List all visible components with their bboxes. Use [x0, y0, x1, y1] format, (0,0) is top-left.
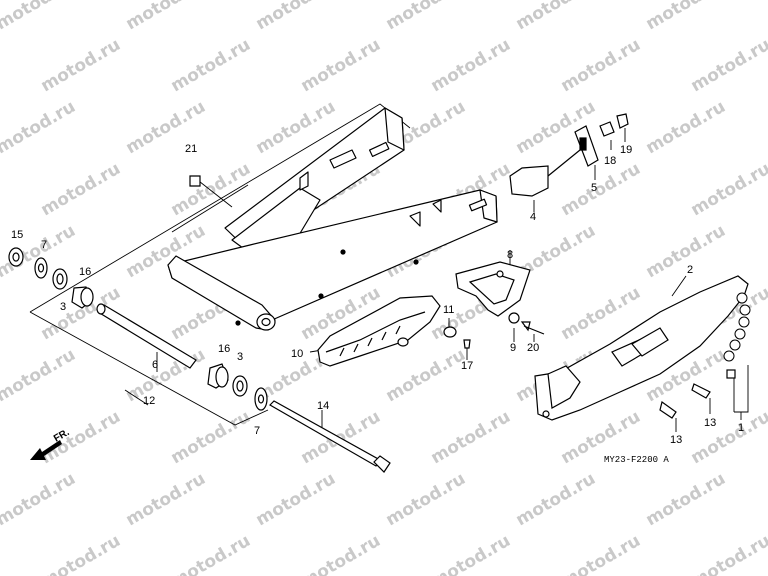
diagram-code: MY23-F2200 A [604, 455, 669, 465]
callout-labels: 15 7 3 16 6 12 16 3 7 14 10 21 4 5 18 19… [11, 143, 744, 465]
watermark-text: motod.ru [38, 35, 124, 96]
watermark-text: motod.ru [558, 35, 644, 96]
callout-6: 6 [152, 359, 158, 371]
watermark-text: motod.ru [643, 221, 729, 282]
callout-13-right: 13 [704, 417, 716, 429]
watermark-text: motod.ru [383, 0, 469, 34]
callout-14: 14 [317, 400, 329, 412]
callout-7-right: 7 [254, 425, 260, 437]
watermark-text: motod.ru [383, 469, 469, 530]
callout-18: 18 [604, 155, 616, 167]
callout-20: 20 [527, 342, 539, 354]
chain-adjuster-group [509, 113, 629, 197]
watermark-text: motod.ru [123, 469, 209, 530]
watermark-text: motod.ru [253, 0, 339, 34]
part-21-bolt [189, 175, 201, 187]
fasteners [189, 175, 545, 349]
callout-15: 15 [11, 229, 23, 241]
watermark-text: motod.ru [0, 0, 79, 34]
watermark-text: motod.ru [558, 531, 644, 576]
callout-21: 21 [185, 143, 197, 155]
part-13-bolt-a [659, 400, 677, 419]
callout-2: 2 [687, 264, 693, 276]
watermark-text: motod.ru [168, 531, 254, 576]
callout-13-left: 13 [670, 434, 682, 446]
leader-21 [171, 184, 249, 233]
callout-4: 4 [530, 211, 536, 223]
callout-3-left: 3 [60, 301, 66, 313]
watermark-text: motod.ru [428, 407, 514, 468]
watermark-text: motod.ru [558, 159, 644, 220]
watermark-text: motod.ru [0, 97, 79, 158]
watermark-text: motod.ru [0, 345, 79, 406]
part-8-chain-guide [455, 261, 531, 317]
part-18-washer [599, 121, 615, 137]
leader-12 [124, 389, 149, 406]
watermark-text: motod.ru [688, 531, 768, 576]
callout-17: 17 [461, 360, 473, 372]
watermark-text: motod.ru [298, 531, 384, 576]
part-19-nut [616, 113, 629, 129]
watermark-text: motod.ru [643, 97, 729, 158]
watermark-text: motod.ru [513, 0, 599, 34]
callout-7-left: 7 [41, 239, 47, 251]
part-13-bolt-b [691, 383, 711, 399]
leader-21b [194, 177, 233, 208]
callout-16-right: 16 [218, 343, 230, 355]
callout-9: 9 [510, 342, 516, 354]
callout-1: 1 [738, 422, 744, 434]
part-20-bolt [520, 321, 545, 335]
watermark-text: motod.ru [428, 531, 514, 576]
watermark-text: motod.ru [428, 35, 514, 96]
watermark-text: motod.ru [123, 0, 209, 34]
callout-11: 11 [443, 304, 454, 316]
watermark-text: motod.ru [253, 97, 339, 158]
watermark-text: motod.ru [253, 469, 339, 530]
watermark-text: motod.ru [688, 35, 768, 96]
watermark-text: motod.ru [0, 469, 79, 530]
callout-16-left: 16 [79, 266, 91, 278]
swingarm-bracket-upper [329, 149, 357, 169]
callout-19: 19 [620, 144, 632, 156]
callout-8: 8 [507, 249, 513, 261]
part-4-adjuster [509, 165, 549, 197]
callout-5: 5 [591, 182, 597, 194]
watermark-text: motod.ru [688, 159, 768, 220]
watermark-text: motod.ru [688, 407, 768, 468]
watermark-text: motod.ru [168, 407, 254, 468]
arrow-icon [30, 440, 62, 460]
watermark-text: motod.ru [38, 407, 124, 468]
watermark-text: motod.ru [513, 469, 599, 530]
part-11-collar [443, 326, 457, 338]
watermark-text: motod.ru [383, 345, 469, 406]
watermark-text: motod.ru [298, 35, 384, 96]
watermark-text: motod.ru [643, 0, 729, 34]
part-9-collar [508, 312, 520, 324]
part-2-chain-case [534, 275, 749, 421]
watermark-text: motod.ru [38, 531, 124, 576]
part-10-chain-slider [317, 295, 441, 367]
callout-10: 10 [291, 348, 303, 360]
enclosure-bottom-line [29, 311, 269, 426]
swingarm [167, 107, 498, 331]
watermark-text: motod.ru [168, 35, 254, 96]
watermark-text: motod.ru [643, 469, 729, 530]
case-bolts [659, 369, 736, 419]
leader-2 [671, 275, 687, 297]
callout-12: 12 [143, 395, 155, 407]
drive-chain [723, 292, 751, 362]
part-1-plate [726, 369, 736, 379]
watermark-text: motod.ru [38, 159, 124, 220]
pivot-hardware [8, 247, 391, 473]
callout-3-right: 3 [237, 351, 243, 363]
part-17-screw [463, 339, 471, 349]
leader-1 [733, 365, 749, 420]
